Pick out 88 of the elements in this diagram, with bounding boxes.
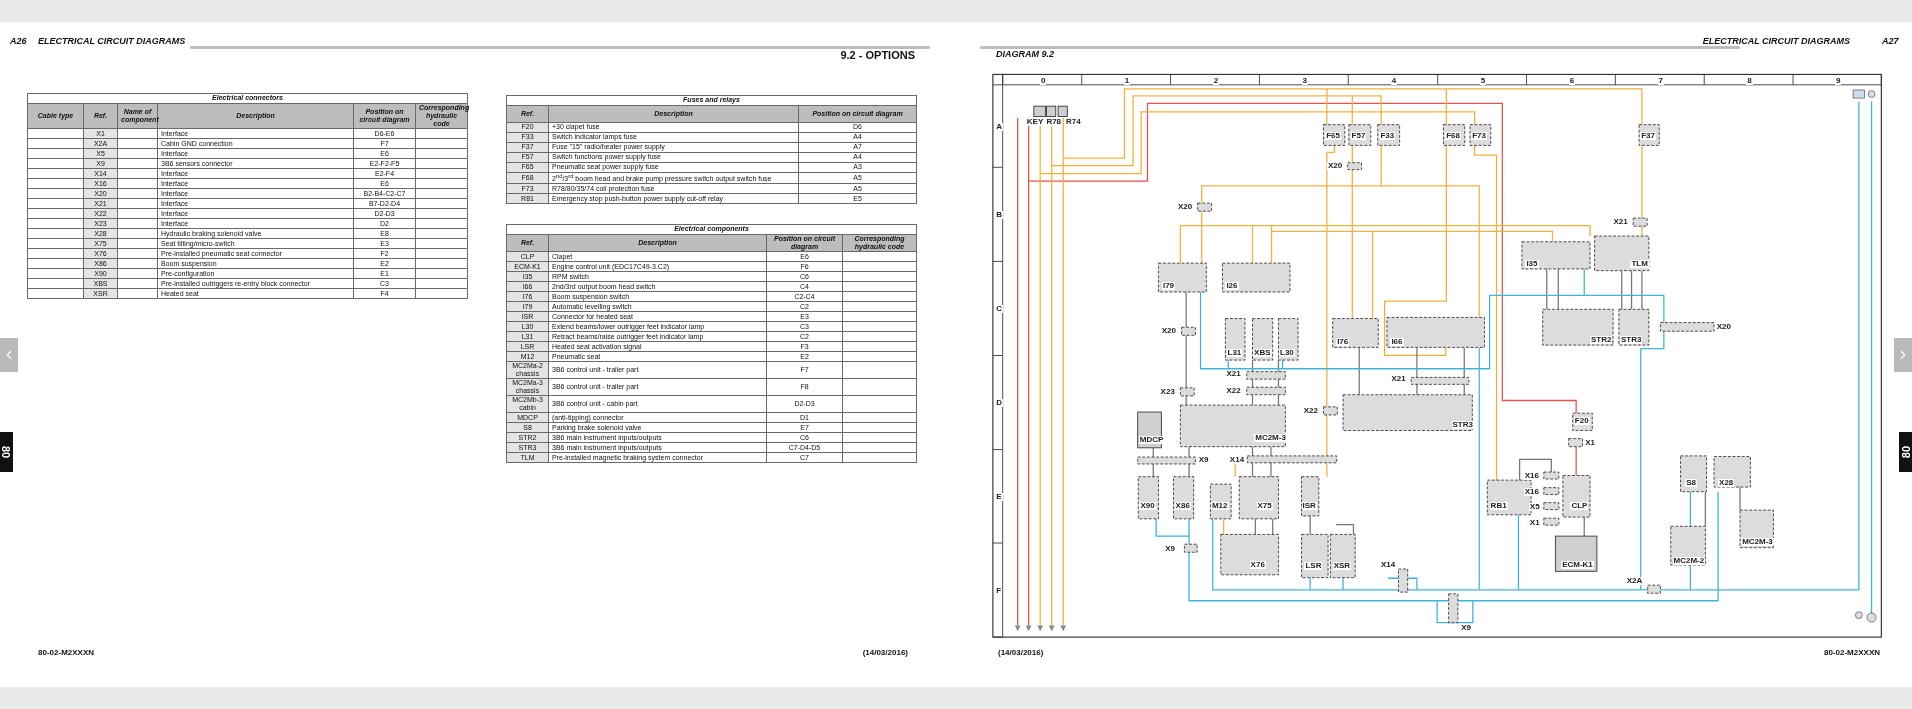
component-ref: X86 bbox=[1174, 502, 1191, 511]
component-ref: KEY bbox=[1025, 117, 1045, 126]
component-ref: X20 bbox=[1176, 203, 1194, 212]
component-ref: X9 bbox=[1197, 455, 1210, 464]
component-ref: I66 bbox=[1390, 338, 1404, 347]
heading-text: 9.2 - OPTIONS bbox=[840, 49, 915, 63]
component-ref: XSR bbox=[1332, 562, 1352, 571]
component-ref: LSR bbox=[1304, 562, 1323, 571]
document-code: 80-02-M2XXXN bbox=[1823, 648, 1880, 658]
component-ref: X23 bbox=[1159, 387, 1176, 396]
grid-column-number: 8 bbox=[1746, 76, 1753, 85]
component-ref: CLP bbox=[1570, 502, 1589, 511]
component-ref: STR3 bbox=[1620, 335, 1643, 344]
component-ref: F37 bbox=[1640, 131, 1656, 140]
grid-column-number: 3 bbox=[1301, 76, 1308, 85]
component-ref: MC2M-2 bbox=[1672, 557, 1706, 566]
component-ref: F20 bbox=[1573, 416, 1590, 425]
component-ref: X5 bbox=[1528, 503, 1541, 512]
grid-row-letter: A bbox=[995, 122, 1003, 131]
component-ref: X9 bbox=[1460, 624, 1472, 633]
component-ref: S8 bbox=[1685, 479, 1697, 487]
component-ref: X28 bbox=[1718, 479, 1735, 487]
chapter-tab: 80 bbox=[1899, 432, 1912, 472]
component-ref: MC2M-3 bbox=[1741, 537, 1774, 546]
grid-column-number: 2 bbox=[1212, 76, 1220, 85]
component-ref: X14 bbox=[1380, 560, 1397, 569]
header-text: ELECTRICAL CIRCUIT DIAGRAMS bbox=[38, 36, 186, 47]
component-ref: X21 bbox=[1390, 374, 1407, 383]
component-ref: STR3 bbox=[1451, 420, 1474, 429]
grid-row-letter: C bbox=[995, 305, 1003, 313]
component-ref: X16 bbox=[1523, 487, 1540, 496]
grid-row-letter: D bbox=[995, 399, 1003, 408]
component-ref: L31 bbox=[1226, 348, 1243, 357]
grid-column-number: 6 bbox=[1568, 76, 1576, 85]
component-ref: X75 bbox=[1256, 502, 1273, 511]
component-ref: I35 bbox=[1525, 259, 1539, 268]
grid-column-number: 1 bbox=[1123, 76, 1131, 85]
component-ref: R78 bbox=[1045, 117, 1063, 126]
grid-column-number: 4 bbox=[1390, 76, 1398, 85]
component-ref: L30 bbox=[1279, 348, 1295, 357]
component-ref: I79 bbox=[1161, 281, 1176, 290]
grid-row-letter: F bbox=[995, 586, 1003, 595]
component-ref: X22 bbox=[1302, 406, 1319, 415]
grid-column-number: 9 bbox=[1834, 76, 1842, 85]
component-ref: F33 bbox=[1379, 131, 1396, 140]
component-ref: M12 bbox=[1210, 502, 1229, 511]
date-text: (14/03/2016) bbox=[862, 648, 908, 658]
component-ref: STR2 bbox=[1590, 335, 1613, 344]
component-ref: X20 bbox=[1715, 323, 1732, 332]
component-ref: ECM-K1 bbox=[1561, 560, 1594, 569]
grid-row-letter: B bbox=[995, 210, 1003, 219]
component-ref: F73 bbox=[1471, 131, 1487, 140]
component-ref: X2A bbox=[1625, 577, 1644, 586]
component-ref: MC2M-3 bbox=[1254, 433, 1287, 442]
page-number: A26 bbox=[10, 36, 27, 47]
component-ref: TLM bbox=[1630, 259, 1649, 268]
component-ref: MDCP bbox=[1138, 436, 1165, 445]
component-ref: X76 bbox=[1249, 560, 1266, 569]
component-ref: R74 bbox=[1065, 117, 1082, 126]
component-ref: X14 bbox=[1228, 455, 1246, 464]
component-ref: RB1 bbox=[1489, 502, 1508, 511]
component-ref: F68 bbox=[1445, 131, 1461, 140]
grid-column-number: 5 bbox=[1479, 76, 1487, 85]
component-ref: I76 bbox=[1336, 338, 1350, 347]
document-code: 80-02-M2XXXN bbox=[38, 648, 95, 658]
heading-text: DIAGRAM 9.2 bbox=[996, 49, 1054, 60]
date-text: (14/03/2016) bbox=[998, 648, 1044, 658]
component-ref: ISR bbox=[1301, 502, 1317, 511]
component-ref: I26 bbox=[1225, 281, 1239, 290]
chapter-tab: 80 bbox=[0, 432, 13, 472]
component-ref: X21 bbox=[1225, 370, 1242, 379]
component-ref: X90 bbox=[1139, 502, 1156, 511]
header-text: ELECTRICAL CIRCUIT DIAGRAMS bbox=[1702, 36, 1850, 47]
component-ref: X9 bbox=[1164, 544, 1176, 553]
component-ref: X21 bbox=[1612, 218, 1629, 227]
page-number: A27 bbox=[1882, 36, 1899, 47]
component-ref: X1 bbox=[1528, 518, 1541, 527]
grid-column-number: 0 bbox=[1039, 76, 1047, 85]
component-ref: X1 bbox=[1584, 438, 1596, 447]
component-ref: F57 bbox=[1350, 131, 1367, 140]
grid-column-number: 7 bbox=[1657, 76, 1664, 85]
component-ref: XBS bbox=[1253, 348, 1272, 357]
component-ref: X20 bbox=[1160, 327, 1177, 336]
component-ref: X16 bbox=[1523, 472, 1540, 481]
component-ref: F65 bbox=[1325, 131, 1341, 140]
component-ref: X20 bbox=[1326, 162, 1344, 171]
component-ref: X22 bbox=[1225, 386, 1242, 395]
grid-row-letter: E bbox=[995, 492, 1003, 501]
